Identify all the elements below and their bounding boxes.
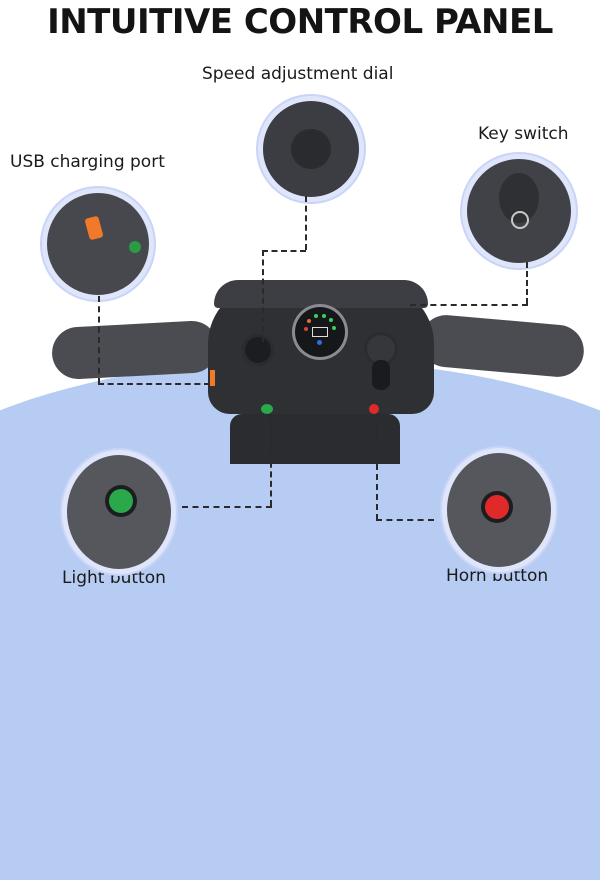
horn-button[interactable] — [369, 404, 379, 414]
horn-button-icon — [485, 495, 509, 519]
leader-speed — [305, 196, 307, 250]
horn-button-detail-circle — [442, 448, 556, 572]
battery-led-icon — [322, 314, 326, 318]
leader-light — [182, 506, 272, 508]
label-light-button: Light button — [62, 568, 166, 588]
battery-led-icon — [314, 314, 318, 318]
leader-key — [526, 262, 528, 304]
battery-led-icon — [329, 318, 333, 322]
usb-port-detail-circle — [42, 188, 154, 300]
power-indicator-icon — [317, 340, 322, 345]
battery-led-icon — [332, 326, 336, 330]
leader-speed — [262, 250, 306, 252]
steering-column — [230, 414, 400, 464]
page-title: INTUITIVE CONTROL PANEL — [47, 2, 553, 42]
battery-led-icon — [307, 319, 311, 323]
label-speed-adjustment-dial: Speed adjustment dial — [202, 64, 394, 84]
speed-adjustment-dial[interactable] — [242, 334, 274, 366]
light-button[interactable] — [261, 404, 273, 414]
leader-key — [410, 304, 528, 306]
leader-light — [270, 414, 272, 506]
speed-dial-knob-icon — [291, 129, 331, 169]
label-usb-charging-port: USB charging port — [10, 152, 165, 172]
leader-horn — [376, 519, 434, 521]
label-horn-button: Horn button — [446, 566, 549, 586]
battery-display — [295, 307, 345, 357]
speed-dial-detail-circle — [258, 96, 364, 202]
key-switch-detail-circle — [462, 154, 576, 268]
usb-latch-side — [210, 370, 215, 386]
light-button-detail-circle — [62, 450, 176, 574]
control-panel-top — [214, 280, 428, 308]
key-ring-icon — [511, 211, 529, 229]
usb-latch-icon — [84, 215, 104, 241]
leader-horn — [376, 414, 378, 520]
label-key-switch: Key switch — [478, 124, 569, 144]
left-handlebar — [50, 319, 220, 381]
leader-usb — [98, 296, 100, 384]
leader-speed — [262, 250, 264, 342]
battery-led-icon — [304, 327, 308, 331]
usb-indicator-icon — [129, 241, 141, 253]
battery-icon — [312, 327, 328, 337]
leader-usb — [98, 383, 210, 385]
right-handlebar — [418, 312, 586, 380]
light-button-icon — [109, 489, 133, 513]
key-icon — [372, 360, 390, 390]
